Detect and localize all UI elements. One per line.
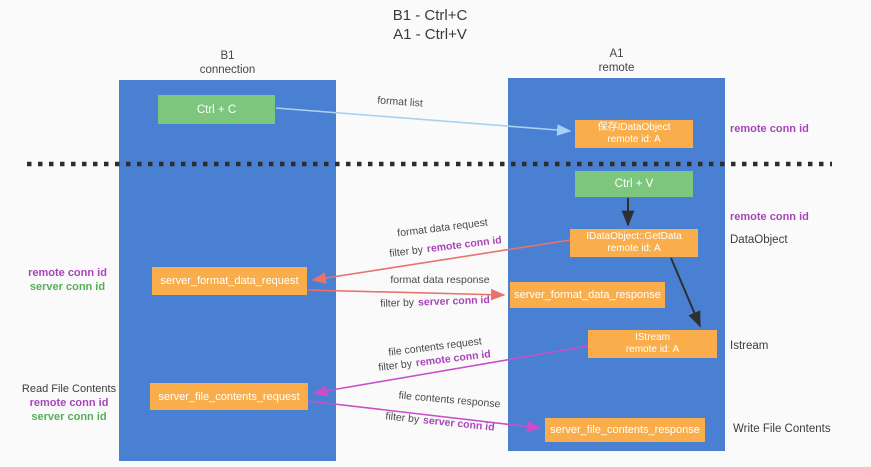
filter-by-prefix: filter by: [388, 243, 424, 260]
edge-label-format-data-response: format data response: [390, 274, 490, 286]
node-server-format-data-request: server_format_data_request: [152, 267, 307, 295]
node-server-format-data-response-label: server_format_data_response: [514, 289, 661, 301]
node-idataobject-getdata: IDataObject::GetData remote id: A: [570, 229, 698, 257]
node-server-file-contents-response: server_file_contents_response: [545, 418, 705, 442]
annotation-left-mid-remote-conn-id: remote conn id: [28, 267, 107, 279]
annotation-left-mid-server-conn-id: server conn id: [29, 281, 106, 293]
node-ctrl-c: Ctrl + C: [158, 95, 275, 124]
annotation-dataobject: DataObject: [730, 234, 788, 246]
node-server-file-contents-request: server_file_contents_request: [150, 383, 308, 410]
node-ctrl-c-label: Ctrl + C: [196, 103, 237, 116]
annotation-remote-conn-id-mid: remote conn id: [730, 211, 809, 223]
node-idataobject-getdata-line2: remote id: A: [607, 243, 661, 254]
lane-header-b1: B1 connection: [119, 49, 336, 77]
node-server-file-contents-response-label: server_file_contents_response: [550, 424, 700, 436]
edge-label-format-list: format list: [376, 94, 424, 110]
filter-by-prefix: filter by: [380, 296, 415, 310]
node-istream-line1: IStream: [634, 331, 670, 343]
annotation-left-bottom-group: Read File Contents remote conn id server…: [18, 382, 120, 424]
lane-b1-subtitle: connection: [199, 64, 256, 76]
node-save-idataobject: 保存IDataObject remote id: A: [575, 120, 693, 148]
lane-b1-name: B1: [220, 50, 235, 62]
filter-by-prefix: filter by: [384, 410, 420, 426]
diagram-title-line2: A1 - Ctrl+V: [393, 26, 467, 43]
node-idataobject-getdata-line1: IDataObject::GetData: [586, 230, 682, 242]
node-istream-line2: remote id: A: [625, 344, 680, 355]
filter-by-value: server conn id: [422, 414, 496, 434]
lane-a1-subtitle: remote: [598, 62, 635, 74]
annotation-istream: Istream: [730, 340, 769, 352]
annotation-remote-conn-id-top: remote conn id: [730, 123, 809, 135]
annotation-left-mid-conn-ids: remote conn id server conn id: [20, 266, 115, 294]
node-save-idataobject-line1: 保存IDataObject: [597, 121, 671, 133]
node-server-file-contents-request-label: server_file_contents_request: [158, 390, 300, 403]
diagram-title: B1 - Ctrl+C A1 - Ctrl+V: [280, 6, 580, 44]
annotation-left-bottom-remote-conn-id: remote conn id: [29, 397, 109, 409]
node-ctrl-v: Ctrl + V: [575, 171, 693, 197]
annotation-read-file-contents: Read File Contents: [21, 383, 117, 395]
annotation-left-bottom-server-conn-id: server conn id: [31, 411, 107, 423]
filter-by-prefix: filter by: [377, 357, 413, 374]
node-server-format-data-response: server_format_data_response: [510, 282, 665, 308]
node-server-format-data-request-label: server_format_data_request: [160, 275, 299, 287]
annotation-write-file-contents: Write File Contents: [733, 423, 831, 435]
filter-by-value: server conn id: [417, 294, 490, 309]
diagram-title-line1: B1 - Ctrl+C: [392, 7, 468, 24]
node-istream: IStream remote id: A: [588, 330, 717, 358]
lane-a1-name: A1: [609, 48, 624, 60]
filter-by-value: remote conn id: [426, 234, 503, 256]
lane-header-a1: A1 remote: [508, 47, 725, 75]
node-save-idataobject-line2: remote id: A: [607, 134, 661, 145]
node-ctrl-v-label: Ctrl + V: [614, 178, 654, 190]
edge-label-file-contents-response: file contents response: [398, 389, 501, 411]
